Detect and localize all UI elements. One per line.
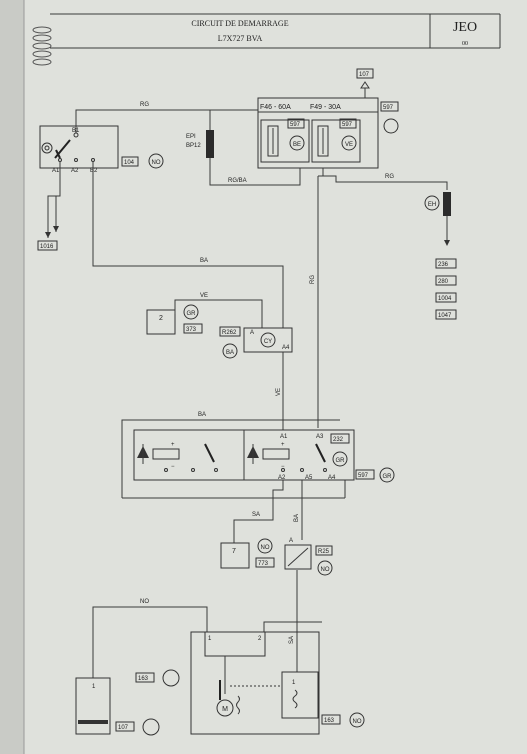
arrow-down-icon — [444, 240, 450, 246]
pin-a: A — [250, 330, 254, 336]
battery-pin-1: 1 — [92, 684, 96, 690]
ref-232: 232 — [333, 437, 344, 443]
bp12-label: BP12 — [186, 143, 201, 149]
ref-597: 597 — [290, 122, 301, 128]
fuse-f46-label: F46 - 60A — [260, 104, 291, 111]
svg-text:−: − — [171, 464, 175, 470]
battery-ground-circle — [162, 669, 180, 687]
fuse-f46 — [267, 125, 279, 157]
r25-pin-a: A — [289, 538, 293, 544]
epi-connector — [206, 130, 214, 158]
pin-a3: A3 — [316, 434, 324, 440]
fusebox-ground-circle — [383, 118, 399, 134]
component-7-number: 7 — [232, 548, 236, 555]
pin-a1-relay: A1 — [280, 434, 288, 440]
connector-r262 — [243, 327, 293, 353]
svg-text:+: + — [171, 442, 175, 448]
pin-a4: A4 — [282, 345, 290, 351]
r262-label: R262 — [222, 330, 237, 336]
r25-label: R25 — [318, 549, 330, 555]
wire-rgba: RG/BA — [228, 178, 247, 184]
pin-a2-relay: A2 — [278, 475, 286, 481]
wires-lower: SA BA SA NO — [92, 480, 322, 678]
fuse-f49 — [317, 125, 329, 157]
svg-text:+: + — [281, 442, 285, 448]
paper — [24, 0, 527, 754]
relay-block-597: BA + − + − — [121, 412, 355, 499]
pin-a5: A5 — [305, 475, 313, 481]
ref-597-fusebox: 597 — [383, 105, 394, 111]
component-7 — [220, 542, 250, 569]
battery — [75, 677, 111, 735]
no-circle: NO — [353, 719, 362, 725]
diagram-title: CIRCUIT DE DEMARRAGE — [191, 19, 288, 28]
starter-pin-2: 2 — [258, 636, 262, 642]
ref-163-starter: 163 — [324, 718, 335, 724]
ref-280: 280 — [438, 279, 449, 285]
ref-1004: 1004 — [438, 296, 452, 302]
header-frame — [50, 13, 501, 49]
no-circle: NO — [321, 567, 330, 573]
component-2 — [146, 309, 176, 335]
wire-no: NO — [140, 599, 149, 605]
cy-circle: CY — [264, 339, 272, 345]
gr-circle-relay: GR — [336, 458, 346, 464]
ve-circle: VE — [345, 142, 353, 148]
no-circle: NO — [261, 545, 270, 551]
ref-163: 163 — [138, 676, 149, 682]
wires-top: RG RG/BA RG RG BA — [45, 102, 448, 428]
eh-circle: EH — [428, 202, 436, 208]
ref-104: 104 — [124, 160, 135, 166]
wire-ve-1: VE — [200, 293, 208, 299]
ref-597: 597 — [342, 122, 353, 128]
pin-a2: A2 — [71, 168, 79, 174]
svg-text:−: − — [281, 464, 285, 470]
starter-pin-1: 1 — [208, 636, 212, 642]
fuse-box: F46 - 60A F49 - 30A 597 597 BE VE — [257, 97, 379, 169]
wire-sa-1: SA — [252, 512, 260, 518]
eh-connector — [443, 192, 451, 216]
wire-ve-2: VE — [276, 388, 282, 396]
component-2-number: 2 — [159, 315, 163, 322]
ba-circle: BA — [226, 350, 234, 356]
epi-label: EPI — [186, 134, 196, 140]
gr-circle-block: GR — [383, 474, 393, 480]
solenoid-pin-1: 1 — [292, 680, 296, 686]
wire-rg-vert: RG — [310, 275, 316, 284]
no-circle: NO — [152, 160, 161, 166]
ref-373: 373 — [186, 327, 197, 333]
wire-ba-1: BA — [200, 258, 208, 264]
gr-circle: GR — [187, 311, 197, 317]
ref-1016: 1016 — [40, 244, 54, 250]
wire-rg-top: RG — [140, 102, 149, 108]
ref-107-top: 107 — [359, 72, 370, 78]
fuse-f49-label: F49 - 30A — [310, 104, 341, 111]
wire-sa-2: SA — [289, 636, 295, 644]
pin-a4-relay: A4 — [328, 475, 336, 481]
binder-rings — [32, 26, 52, 66]
diagram-code: JEO — [453, 20, 477, 35]
diagram-subtitle: L7X727 BVA — [218, 34, 263, 43]
motor-symbol: M — [222, 706, 228, 713]
pin-a1: A1 — [52, 168, 60, 174]
ref-773: 773 — [258, 561, 269, 567]
ref-1047: 1047 — [438, 313, 452, 319]
connector-r25 — [284, 544, 312, 570]
starter-motor: 1 2 M 1 — [190, 631, 320, 735]
be-circle: BE — [293, 142, 301, 148]
battery-ground-circle-2 — [142, 718, 160, 736]
wire-ba-2: BA — [198, 412, 206, 418]
pin-b2: B2 — [90, 168, 98, 174]
wire-rg-right: RG — [385, 174, 394, 180]
ref-597-relay: 597 — [358, 473, 369, 479]
page-number: 00 — [462, 41, 468, 47]
wire-ba-3: BA — [294, 514, 300, 522]
ref-236: 236 — [438, 262, 449, 268]
ref-107-battery: 107 — [118, 725, 129, 731]
